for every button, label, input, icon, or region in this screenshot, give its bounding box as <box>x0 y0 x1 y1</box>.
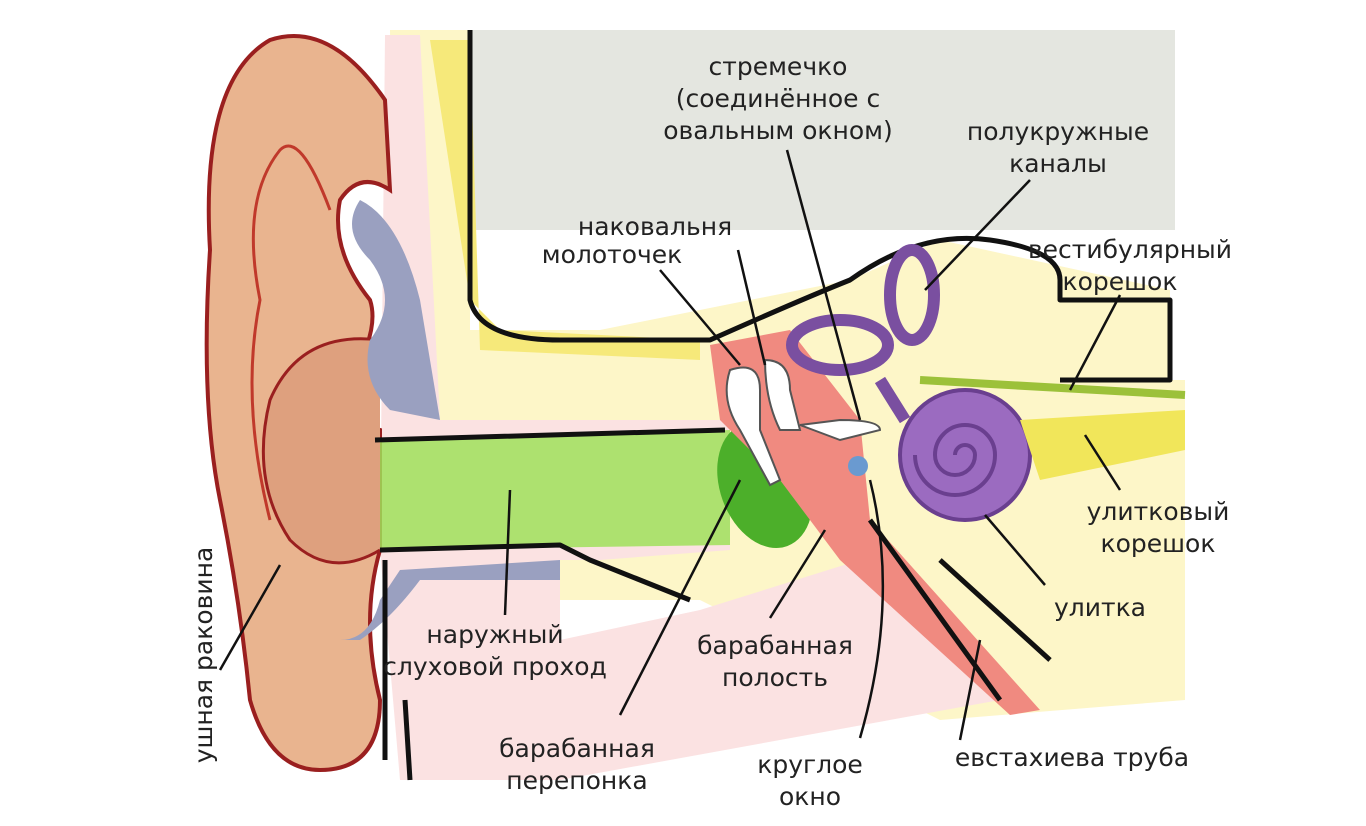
cochlear-nerve <box>1020 410 1185 480</box>
stapes <box>799 418 882 442</box>
labyrinth <box>786 244 940 424</box>
label-vestibular-nerve: вестибулярный <box>1028 235 1232 264</box>
concha <box>261 337 381 565</box>
label-tympanic-cavity-2: полость <box>722 663 828 692</box>
label-eustachian-tube: евстахиева труба <box>955 743 1189 772</box>
label-malleus: молоточек <box>542 240 683 269</box>
label-stapes-3: овальным окном) <box>663 116 893 145</box>
label-eardrum: барабанная <box>499 734 655 763</box>
label-ear-canal-2: слуховой проход <box>383 652 607 681</box>
label-tympanic-cavity: барабанная <box>697 631 853 660</box>
label-eardrum-2: перепонка <box>506 766 647 795</box>
canal-outline <box>374 427 726 603</box>
bone-outline <box>467 30 1173 383</box>
label-stapes: стремечко <box>709 52 848 81</box>
leader-lines <box>218 149 1122 741</box>
label-semicircular-canals-2: каналы <box>1009 149 1107 178</box>
label-cochlear-nerve-2: корешок <box>1101 529 1216 558</box>
round-window <box>848 456 868 476</box>
cochlea <box>898 388 1032 522</box>
label-semicircular-canals: полукружные <box>967 117 1149 146</box>
bone-yellow <box>430 40 700 360</box>
label-round-window-2: окно <box>779 782 841 811</box>
label-cochlear-nerve: улитковый <box>1087 497 1230 526</box>
label-round-window: круглое <box>757 750 863 779</box>
eustachian-outline <box>867 518 1052 702</box>
soft-tissue <box>380 35 1000 780</box>
malleus <box>725 366 782 487</box>
cartilage <box>352 200 440 420</box>
canal-lower-wall <box>382 560 413 781</box>
ear-canal <box>380 430 730 550</box>
cartilage-lower <box>340 560 560 640</box>
label-pinna: ушная раковина <box>189 547 218 764</box>
label-ear-canal: наружный <box>426 620 563 649</box>
label-incus: наковальня <box>578 212 732 241</box>
cranial-region <box>470 30 1175 230</box>
vestibular-nerve <box>919 376 1186 399</box>
pinna-fold <box>250 144 332 521</box>
labels: стремечко (соединённое с овальным окном)… <box>189 52 1232 811</box>
label-stapes-2: (соединённое с <box>676 84 881 113</box>
label-cochlea: улитка <box>1054 593 1146 622</box>
label-vestibular-nerve-2: корешок <box>1063 267 1178 296</box>
incus <box>763 358 802 431</box>
cochlea-spiral <box>913 423 998 497</box>
